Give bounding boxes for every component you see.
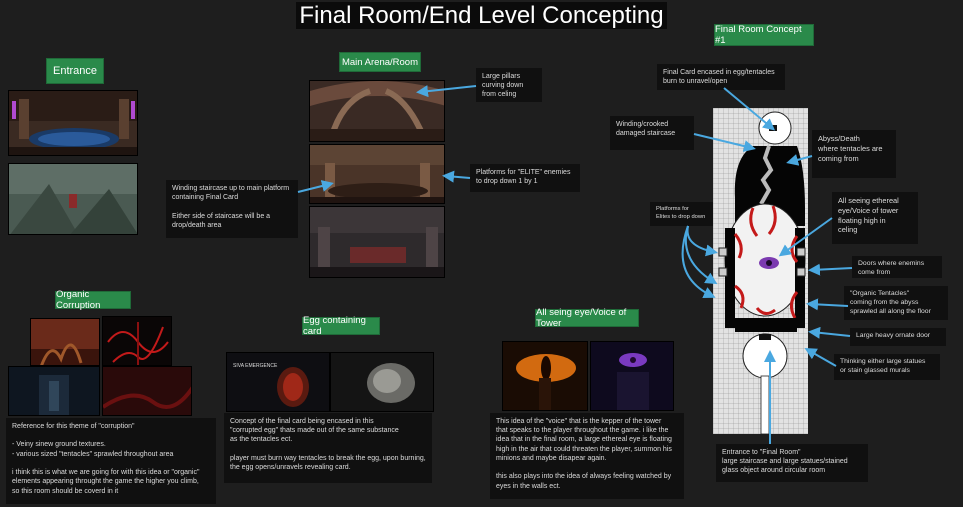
corruption-image-1 — [30, 318, 100, 366]
note-elite-platforms: Platforms for "ELITE" enemies to drop do… — [470, 164, 580, 192]
corruption-render-3 — [9, 367, 99, 415]
eye-image-1 — [502, 341, 588, 411]
note-egg-concept: Concept of the final card being encased … — [224, 413, 432, 483]
egg-screenshot-caption: SIVA EMERGENCE — [233, 363, 278, 369]
label-final-room-concept: Final Room Concept #1 — [714, 24, 814, 46]
note-abyss: Abyss/Death where tentacles are coming f… — [812, 130, 896, 178]
egg-render-2 — [331, 353, 433, 411]
label-entrance: Entrance — [46, 58, 104, 84]
note-entrance-final: Entrance to "Final Room" large staircase… — [716, 444, 868, 482]
label-egg-card: Egg containing card — [302, 315, 380, 337]
corruption-render-4 — [103, 367, 191, 415]
egg-image-2 — [330, 352, 434, 412]
arena-image-3 — [309, 206, 445, 278]
arena-image-1 — [309, 80, 445, 142]
entrance-render-1 — [9, 91, 137, 155]
note-final-card: Final Card encased in egg/tentacles burn… — [657, 64, 785, 90]
eye-image-2 — [590, 341, 674, 411]
final-room-floorplan — [713, 108, 808, 434]
arena-render-1 — [310, 81, 444, 141]
eye-render-1 — [503, 342, 587, 410]
note-statues: Thinking either large statues or stain g… — [834, 354, 940, 380]
entrance-image-2 — [8, 163, 138, 235]
note-elites-drop: Platforms for Elites to drop down — [650, 202, 718, 226]
corruption-render-1 — [31, 319, 99, 365]
note-tentacles: "Organic Tentacles" coming from the abys… — [844, 286, 948, 320]
corruption-image-2 — [102, 316, 172, 366]
corruption-image-3 — [8, 366, 100, 416]
arena-render-2 — [310, 145, 444, 203]
arena-render-3 — [310, 207, 444, 277]
label-all-seeing-eye: All seing eye/Voice of Tower — [535, 307, 639, 329]
note-ethereal-eye: All seeing ethereal eye/Voice of tower f… — [832, 192, 918, 244]
label-main-arena: Main Arena/Room — [339, 52, 421, 72]
label-organic-corruption: Organic Corruption — [55, 289, 131, 311]
corruption-image-4 — [102, 366, 192, 416]
egg-image-1: SIVA EMERGENCE — [226, 352, 330, 412]
entrance-image-1 — [8, 90, 138, 156]
note-pillars: Large pillars curving down from celing — [476, 68, 542, 102]
note-voice: This idea of the "voice" that is the kep… — [490, 413, 684, 499]
corruption-render-2 — [103, 317, 171, 365]
floorplan-drawing — [713, 108, 808, 434]
note-doors: Doors where enemins come from — [852, 256, 942, 278]
arena-image-2 — [309, 144, 445, 204]
note-winding: Winding/crooked damaged staircase — [610, 116, 694, 150]
page-title: Final Room/End Level Concepting — [0, 2, 963, 30]
eye-render-2 — [591, 342, 673, 410]
note-corruption-ref: Reference for this theme of "corruption"… — [6, 418, 216, 504]
note-staircase: Winding staircase up to main platform co… — [166, 180, 298, 238]
entrance-render-2 — [9, 164, 137, 234]
note-ornate-door: Large heavy ornate door — [850, 328, 946, 346]
egg-render-1 — [277, 367, 309, 407]
